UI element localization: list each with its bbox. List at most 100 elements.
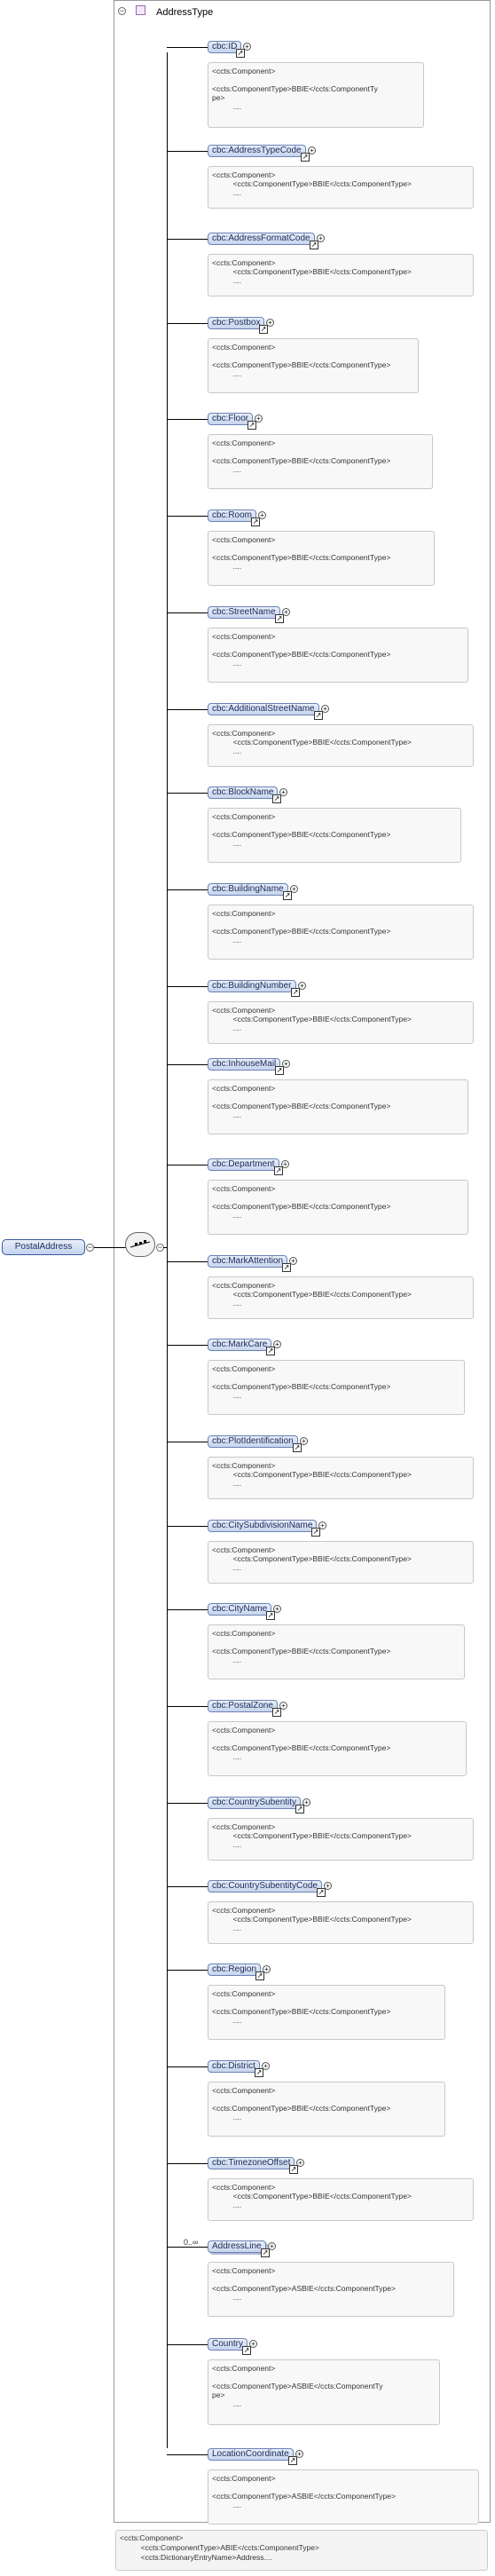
reference-arrow-icon[interactable]: ↗ [272, 794, 281, 803]
expand-element-icon[interactable]: + [298, 982, 306, 990]
reference-arrow-icon[interactable]: ↗ [255, 1972, 264, 1980]
element-documentation: <ccts:Component> <ccts:ComponentType>BBI… [208, 434, 433, 489]
element-box[interactable]: cbc:CityName [208, 1603, 272, 1616]
expand-element-icon[interactable]: + [308, 146, 316, 154]
element-box[interactable]: cbc:Floor [208, 413, 254, 425]
reference-arrow-icon[interactable]: ↗ [242, 2346, 251, 2355]
reference-arrow-icon[interactable]: ↗ [272, 1708, 281, 1717]
expand-element-icon[interactable]: + [295, 2450, 303, 2458]
reference-arrow-icon[interactable]: ↗ [317, 1888, 326, 1897]
element-box[interactable]: cbc:Postbox [208, 317, 265, 329]
expand-element-icon[interactable]: + [300, 1437, 308, 1445]
expand-element-icon[interactable]: + [268, 2242, 276, 2250]
element-box[interactable]: cbc:AdditionalStreetName [208, 703, 319, 715]
element-documentation: <ccts:Component> <ccts:ComponentType>BBI… [208, 1985, 445, 2040]
reference-arrow-icon[interactable]: ↗ [314, 711, 323, 720]
reference-arrow-icon[interactable]: ↗ [301, 153, 310, 162]
element-box[interactable]: cbc:AddressFormatCode [208, 233, 315, 245]
element-documentation: <ccts:Component> <ccts:ComponentType>BBI… [208, 254, 474, 296]
reference-arrow-icon[interactable]: ↗ [266, 1347, 275, 1355]
reference-arrow-icon[interactable]: ↗ [311, 1528, 320, 1537]
element-box[interactable]: LocationCoordinate [208, 2448, 294, 2461]
root-element-postaladdress[interactable]: PostalAddress [2, 1239, 85, 1255]
reference-arrow-icon[interactable]: ↗ [275, 1066, 284, 1075]
expand-element-icon[interactable]: + [273, 1605, 281, 1613]
expand-element-icon[interactable]: + [321, 705, 329, 713]
element-documentation: <ccts:Component> <ccts:ComponentType>BBI… [208, 1901, 474, 1944]
reference-arrow-icon[interactable]: ↗ [289, 2165, 298, 2174]
reference-arrow-icon[interactable]: ↗ [248, 421, 256, 430]
connector-line [167, 2066, 208, 2067]
reference-arrow-icon[interactable]: ↗ [288, 2456, 297, 2465]
reference-arrow-icon[interactable]: ↗ [291, 988, 300, 997]
reference-arrow-icon[interactable]: ↗ [261, 2248, 270, 2257]
element-documentation: <ccts:Component> <ccts:ComponentType>BBI… [208, 628, 468, 683]
reference-arrow-icon[interactable]: ↗ [275, 614, 284, 623]
element-box[interactable]: cbc:InhouseMail [208, 1058, 281, 1071]
expand-element-icon[interactable]: + [281, 1160, 289, 1168]
connector-line [167, 1970, 208, 1971]
element-documentation: <ccts:Component> <ccts:ComponentType>BBI… [208, 2082, 445, 2137]
expand-element-icon[interactable]: + [282, 608, 290, 616]
expand-element-icon[interactable]: + [266, 319, 274, 327]
expand-element-icon[interactable]: + [290, 885, 298, 893]
element-box[interactable]: cbc:Room [208, 510, 257, 522]
reference-arrow-icon[interactable]: ↗ [259, 325, 268, 334]
expand-element-icon[interactable]: + [296, 2159, 304, 2167]
collapse-root-toggle[interactable]: − [86, 1243, 94, 1252]
complex-type-icon [136, 5, 145, 15]
element-box[interactable]: AddressLine [208, 2240, 266, 2253]
reference-arrow-icon[interactable]: ↗ [266, 1611, 275, 1620]
expand-element-icon[interactable]: + [282, 1060, 290, 1068]
expand-element-icon[interactable]: + [273, 1340, 281, 1348]
expand-element-icon[interactable]: + [279, 1702, 287, 1710]
expand-element-icon[interactable]: + [279, 788, 287, 796]
element-box[interactable]: cbc:Region [208, 1964, 262, 1976]
expand-element-icon[interactable]: + [243, 43, 251, 51]
reference-arrow-icon[interactable]: ↗ [283, 891, 292, 900]
reference-arrow-icon[interactable]: ↗ [251, 518, 260, 526]
reference-arrow-icon[interactable]: ↗ [274, 1166, 283, 1175]
reference-arrow-icon[interactable]: ↗ [293, 1443, 302, 1452]
element-box[interactable]: cbc:Department [208, 1158, 279, 1171]
element-documentation: <ccts:Component> <ccts:ComponentType>BBI… [208, 338, 419, 393]
expand-element-icon[interactable]: + [258, 511, 266, 519]
element-box[interactable]: cbc:MarkCare [208, 1339, 272, 1351]
element-box[interactable]: cbc:ID [208, 41, 242, 53]
expand-element-icon[interactable]: + [318, 1521, 326, 1529]
expand-element-icon[interactable]: + [255, 415, 263, 423]
connector-line [167, 1706, 208, 1707]
element-box[interactable]: cbc:MarkAttention [208, 1255, 288, 1268]
expand-element-icon[interactable]: + [317, 234, 325, 242]
expand-element-icon[interactable]: + [324, 1882, 332, 1890]
element-documentation: <ccts:Component> <ccts:ComponentType>BBI… [208, 1818, 474, 1861]
reference-arrow-icon[interactable]: ↗ [295, 1805, 304, 1813]
element-box[interactable]: cbc:AddressTypeCode [208, 145, 306, 157]
element-box[interactable]: cbc:PlotIdentification [208, 1435, 298, 1448]
element-box[interactable]: cbc:PostalZone [208, 1700, 278, 1712]
collapse-addresstype-toggle[interactable]: − [118, 6, 126, 15]
element-box[interactable]: cbc:BlockName [208, 786, 279, 799]
element-box[interactable]: Country [208, 2338, 248, 2351]
reference-arrow-icon[interactable]: ↗ [310, 241, 318, 249]
reference-arrow-icon[interactable]: ↗ [236, 49, 245, 58]
element-box[interactable]: cbc:CountrySubentity [208, 1797, 302, 1809]
expand-element-icon[interactable]: + [302, 1798, 310, 1806]
expand-element-icon[interactable]: + [289, 1257, 297, 1265]
element-box[interactable]: cbc:CountrySubentityCode [208, 1880, 322, 1892]
connector-line [167, 1165, 208, 1166]
element-box[interactable]: cbc:StreetName [208, 606, 280, 619]
element-documentation: <ccts:Component> <ccts:ComponentType>BBI… [208, 1180, 468, 1235]
expand-element-icon[interactable]: + [262, 2062, 270, 2070]
element-box[interactable]: cbc:District [208, 2060, 260, 2073]
element-box[interactable]: cbc:BuildingName [208, 883, 288, 896]
expand-element-icon[interactable]: + [249, 2340, 257, 2348]
element-box[interactable]: cbc:CitySubdivisionName [208, 1520, 318, 1532]
sequence-compositor-icon[interactable] [125, 1232, 155, 1257]
element-box[interactable]: cbc:BuildingNumber [208, 980, 296, 992]
reference-arrow-icon[interactable]: ↗ [282, 1263, 291, 1272]
container-title: AddressType [156, 7, 214, 18]
expand-element-icon[interactable]: + [263, 1965, 271, 1973]
reference-arrow-icon[interactable]: ↗ [255, 2068, 263, 2077]
element-box[interactable]: cbc:TimezoneOffset [208, 2157, 295, 2169]
